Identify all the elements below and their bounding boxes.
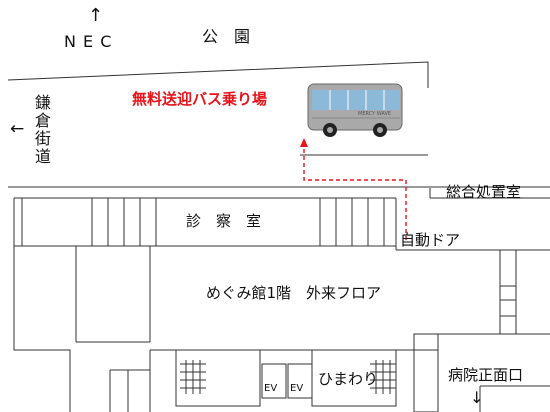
elevator-label-1: EV <box>264 383 278 394</box>
elevator-label-2: EV <box>290 383 304 394</box>
park-label: 公 園 <box>202 27 251 46</box>
left-wing-detail <box>69 246 151 412</box>
exam-room-label: 診 察 室 <box>186 212 262 230</box>
park-road-edge <box>7 61 429 88</box>
north-arrow-icon: ↑ <box>88 5 104 26</box>
road-boundaries <box>7 61 550 188</box>
road-label: 鎌倉街道 <box>32 94 51 166</box>
road-arrow-icon: ← <box>10 119 25 139</box>
bus-sign-text: MERCY WAVE <box>358 111 392 117</box>
lower-corridor <box>150 250 550 412</box>
main-entrance-label: 病院正面口 <box>448 366 524 384</box>
auto-door-label: 自動ドア <box>400 231 461 249</box>
stairs-icon <box>180 360 206 394</box>
floor-label: めぐみ館1階 外来フロア <box>206 284 381 302</box>
north-label: N E C <box>64 32 113 51</box>
stairs-icon-right <box>370 360 396 394</box>
exam-room-cells <box>21 197 385 247</box>
himawari-label: ひまわり <box>318 370 379 388</box>
down-arrow-icon: ↓ <box>470 388 484 407</box>
route-dashed-line <box>303 144 407 240</box>
reception-room-label: 総合処置室 <box>446 183 522 201</box>
bus-stop-label: 無料送迎バス乗り場 <box>132 90 268 108</box>
bus-window-band <box>312 90 400 110</box>
route-arrowhead-icon <box>300 138 308 147</box>
bus-icon <box>307 83 403 137</box>
